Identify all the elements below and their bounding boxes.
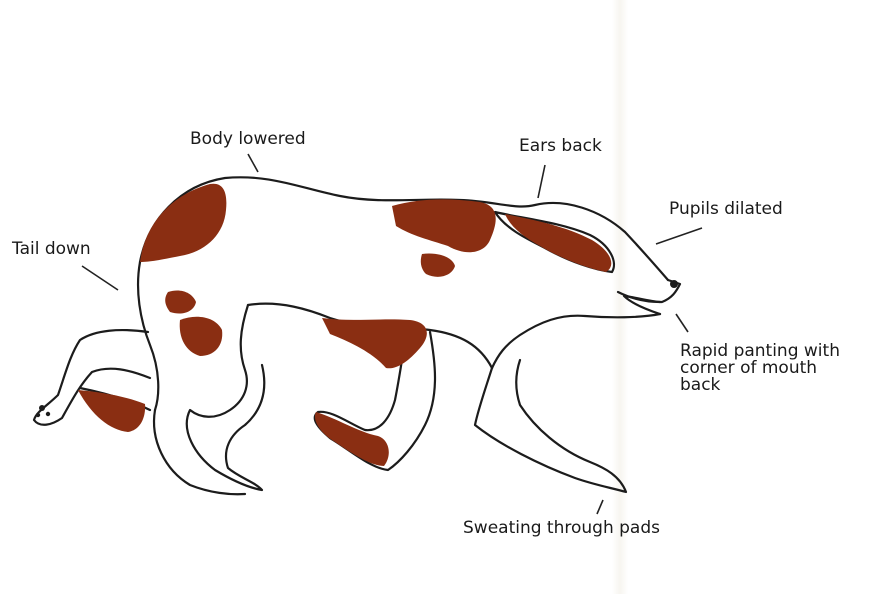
- patch-back-mid: [392, 199, 496, 252]
- patch-hip-2: [180, 317, 223, 356]
- label-sweating: Sweating through pads: [463, 519, 660, 538]
- patch-shoulder-top: [140, 184, 226, 262]
- leader-pupils-dilated: [656, 228, 702, 244]
- leader-ears-back: [538, 165, 545, 198]
- patch-hip-1: [165, 290, 196, 313]
- dog-nose: [670, 280, 678, 288]
- label-panting-line3: back: [680, 376, 720, 395]
- patch-belly: [322, 318, 427, 368]
- leader-tail-down: [82, 266, 118, 290]
- dog-front-leg-outline: [475, 360, 626, 492]
- label-ears-back: Ears back: [519, 137, 602, 156]
- dog-paw-pad-2: [46, 412, 50, 416]
- dog-hind-leg2-outline: [154, 410, 245, 494]
- patch-back-small: [421, 254, 455, 277]
- patch-front-leg: [315, 412, 389, 466]
- dog-rump-outline: [138, 262, 158, 410]
- leader-panting: [676, 314, 688, 332]
- label-body-lowered: Body lowered: [190, 130, 306, 149]
- leader-body-lowered: [248, 154, 258, 172]
- dog-jaw-outline: [492, 314, 660, 368]
- dog-paw-pad-1: [39, 405, 45, 411]
- patch-tail: [78, 390, 145, 432]
- dog-paw-pad-3: [36, 413, 40, 417]
- leader-sweating: [597, 500, 603, 514]
- patch-ear: [505, 214, 611, 272]
- label-pupils-dilated: Pupils dilated: [669, 200, 783, 219]
- label-tail-down: Tail down: [12, 240, 91, 259]
